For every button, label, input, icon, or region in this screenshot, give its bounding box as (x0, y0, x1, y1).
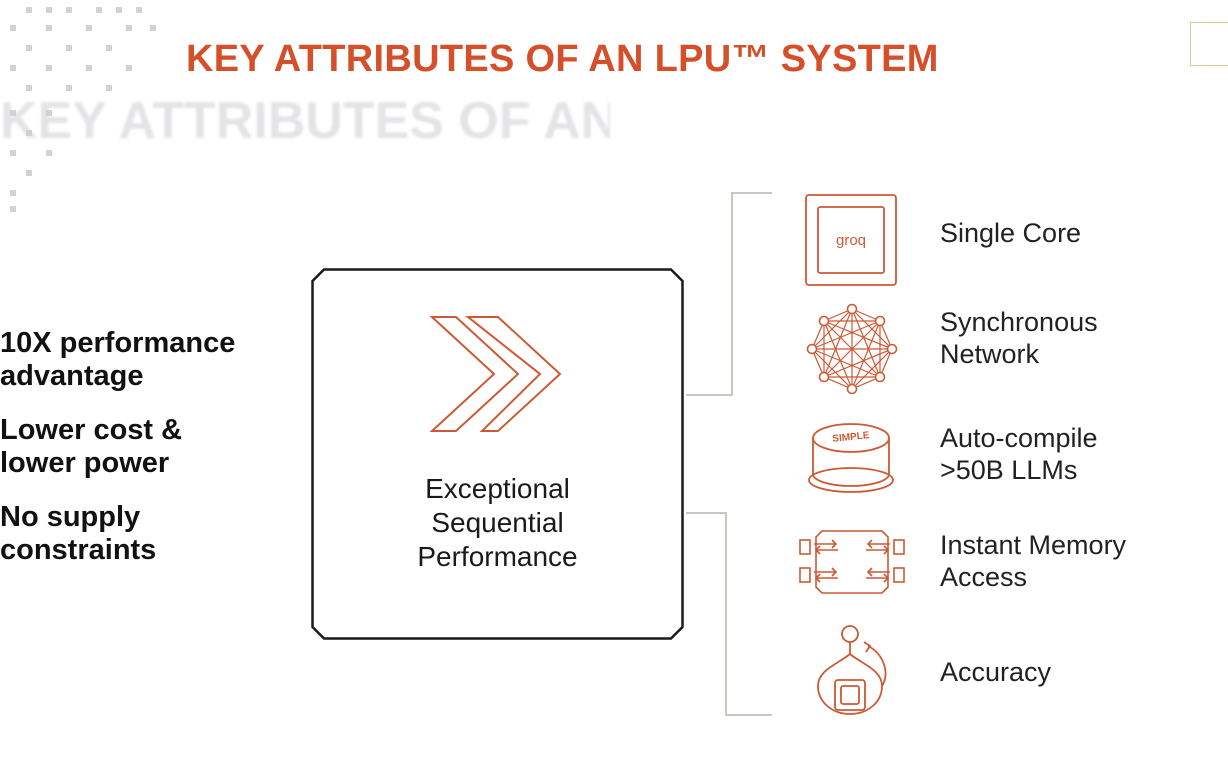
benefit-line: lower power (0, 447, 170, 479)
attribute-instant-memory: Instant Memory Access (940, 529, 1126, 593)
attribute-label-line: Synchronous (940, 307, 1098, 337)
benefit-line: 10X performance (0, 327, 236, 359)
attribute-label-line: Accuracy (940, 657, 1052, 687)
ghosted-title-artifact: KEY ATTRIBUTES OF AN LPU™ SYSTEM (0, 92, 610, 150)
accuracy-icon (817, 625, 887, 715)
simple-button-icon: SIMPLE (808, 423, 894, 493)
center-label-line: Sequential (431, 507, 564, 538)
attribute-label-line: Network (940, 339, 1040, 369)
corner-frame-decoration (1190, 22, 1228, 66)
attribute-single-core: Single Core (940, 217, 1081, 249)
benefit-supply: No supply constraints (0, 501, 156, 567)
attribute-synchronous-network: Synchronous Network (940, 306, 1098, 370)
slide-title: KEY ATTRIBUTES OF AN LPU™ SYSTEM (186, 38, 939, 80)
memory-access-icon (799, 530, 905, 594)
center-box (311, 268, 684, 640)
decorative-dot-pattern (10, 7, 156, 212)
attribute-auto-compile: Auto-compile >50B LLMs (940, 422, 1098, 486)
button-label-text: SIMPLE (832, 430, 871, 445)
center-label-line: Performance (417, 541, 578, 572)
attribute-label-line: Auto-compile (940, 423, 1098, 453)
attribute-label-line: Single Core (940, 218, 1082, 248)
network-mesh-icon (806, 303, 898, 395)
benefit-performance: 10X performance advantage (0, 327, 235, 393)
attribute-label-line: Access (940, 562, 1028, 592)
attribute-accuracy: Accuracy (940, 656, 1051, 688)
center-label: Exceptional Sequential Performance (311, 472, 684, 574)
double-chevron-icon (429, 316, 562, 432)
benefit-line: advantage (0, 360, 144, 392)
chip-logo-text: groq (836, 232, 866, 249)
benefit-line: Lower cost & (0, 414, 183, 446)
benefit-cost-power: Lower cost & lower power (0, 414, 182, 480)
attribute-label-line: Instant Memory (940, 530, 1127, 560)
center-label-line: Exceptional (425, 473, 570, 504)
groq-chip-icon: groq (805, 194, 897, 286)
attribute-label-line: >50B LLMs (940, 455, 1078, 485)
benefit-line: constraints (0, 534, 157, 566)
benefit-line: No supply (0, 501, 141, 533)
